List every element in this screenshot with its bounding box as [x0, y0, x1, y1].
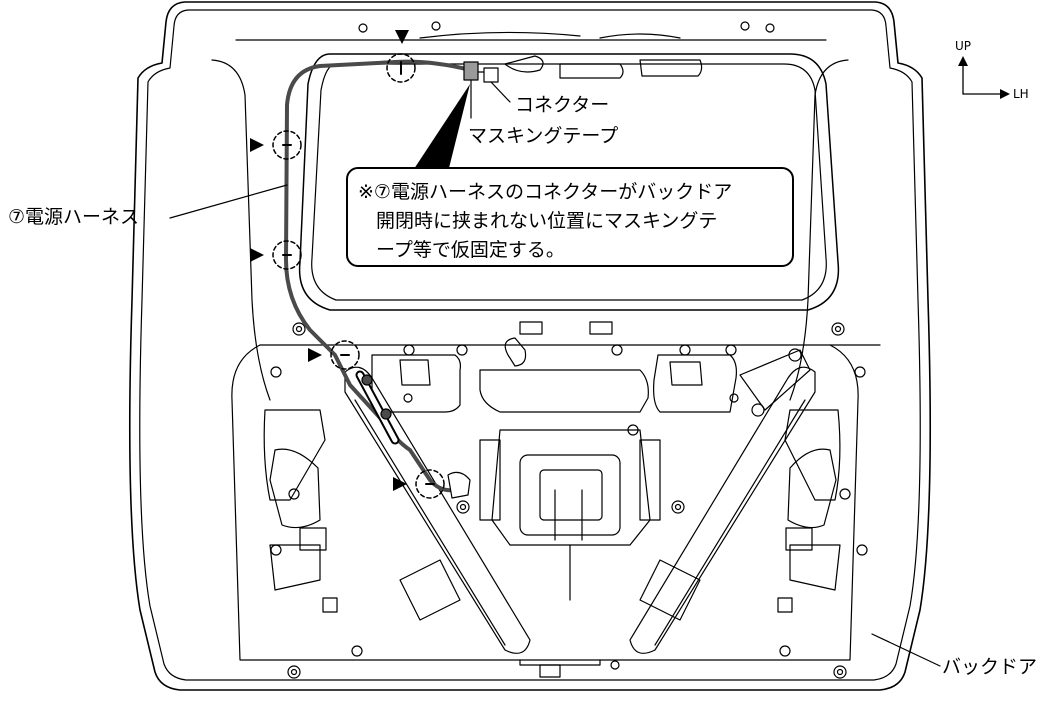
bolt-holes — [270, 322, 868, 679]
door-outline — [128, 1, 932, 691]
leader-lines — [169, 184, 941, 667]
up-label: UP — [955, 39, 972, 53]
masking-tape-label: マスキングテープ — [468, 125, 619, 147]
lh-label: LH — [1013, 87, 1029, 101]
back-door-label: バックドア — [942, 656, 1038, 678]
harness-label: ⑦電源ハーネス — [8, 206, 140, 228]
lower-inner-panel — [231, 337, 881, 678]
orientation-indicator — [958, 56, 1010, 99]
callout-line-1: ※⑦電源ハーネスのコネクターがバックドア — [358, 181, 733, 203]
top-hardware — [358, 21, 775, 79]
instruction-callout: ※⑦電源ハーネスのコネクターがバックドア 開閉時に挟まれない位置にマスキングテ … — [346, 167, 794, 267]
callout-pointer — [412, 84, 470, 172]
clamp-arrows — [250, 30, 409, 491]
connector-and-tape — [463, 61, 511, 119]
connector-label: コネクター — [515, 94, 610, 116]
window-opening — [298, 53, 840, 335]
diagonal-struts — [344, 349, 816, 654]
clamp-pins — [282, 61, 435, 485]
callout-line-2: 開閉時に挟まれない位置にマスキングテ — [376, 210, 718, 232]
clamp-markers — [272, 53, 445, 499]
power-harness — [284, 59, 472, 499]
callout-line-3: ープ等で仮固定する。 — [376, 239, 565, 261]
